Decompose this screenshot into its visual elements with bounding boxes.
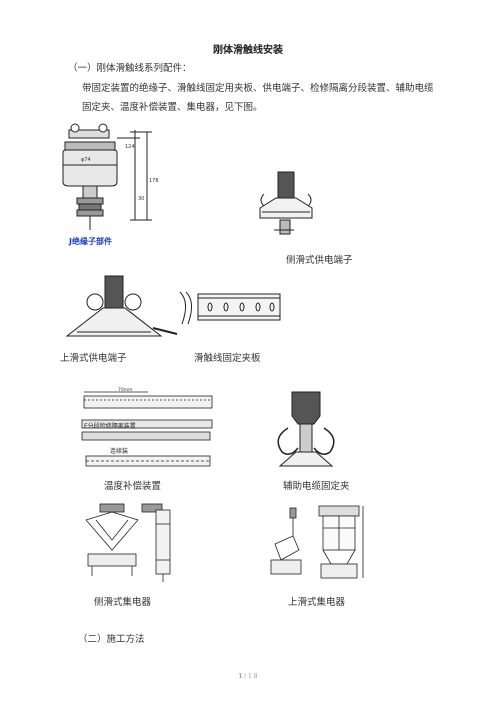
top-collector-caption: 上滑式集电器 (288, 597, 346, 608)
clamp-plate-figure (179, 291, 281, 325)
side-terminal-caption: 侧滑式供电端子 (286, 255, 353, 266)
section-heading-2: （二）施工方法 (78, 634, 145, 645)
temp-comp-dim: 70mm (118, 387, 133, 393)
dim-label: 178 (149, 178, 159, 184)
top-collector-figure (270, 505, 364, 579)
dim-label: 30 (138, 196, 144, 202)
insulator-label: J绝缘子部件 (68, 236, 112, 246)
dim-label: φ74 (81, 157, 91, 163)
page-number: 1 (238, 673, 243, 680)
side-collector-caption: 侧滑式集电器 (94, 597, 152, 608)
page-total: / 1 8 (244, 673, 258, 680)
side-collector-figure (85, 503, 171, 582)
temp-comp-join-label: 连续装 (110, 447, 128, 455)
insulator-figure: φ74 124 30 178 J绝缘子部件 (62, 123, 159, 246)
clamp-plate-caption: 滑触线固定夹板 (194, 353, 261, 364)
aux-clamp-figure (277, 391, 335, 467)
top-terminal-figure (65, 275, 178, 337)
aux-clamp-caption: 辅助电缆固定夹 (283, 481, 350, 492)
side-terminal-figure (259, 171, 313, 235)
top-terminal-caption: 上滑式供电端子 (60, 353, 127, 364)
temp-comp-section-label: E分段检修隔离装置 (84, 422, 136, 430)
dim-label: 124 (125, 144, 135, 150)
page-footer: 1 / 1 8 (0, 673, 496, 680)
section-heading-1: （一）刚体滑触线系列配件： (68, 63, 192, 74)
page-title: 刚体滑触线安装 (213, 45, 283, 56)
temp-comp-caption: 温度补偿装置 (104, 481, 162, 492)
intro-paragraph: 带固定装置的绝缘子、滑触线固定用夹板、供电端子、检修隔离分段装置、辅助电缆固定夹… (82, 79, 442, 117)
header-mark: · · · (244, 30, 252, 36)
intro-text: 带固定装置的绝缘子、滑触线固定用夹板、供电端子、检修隔离分段装置、辅助电缆固定夹… (82, 83, 434, 113)
temp-comp-figure: 70mm E分段检修隔离装置 连续装 (81, 387, 213, 467)
